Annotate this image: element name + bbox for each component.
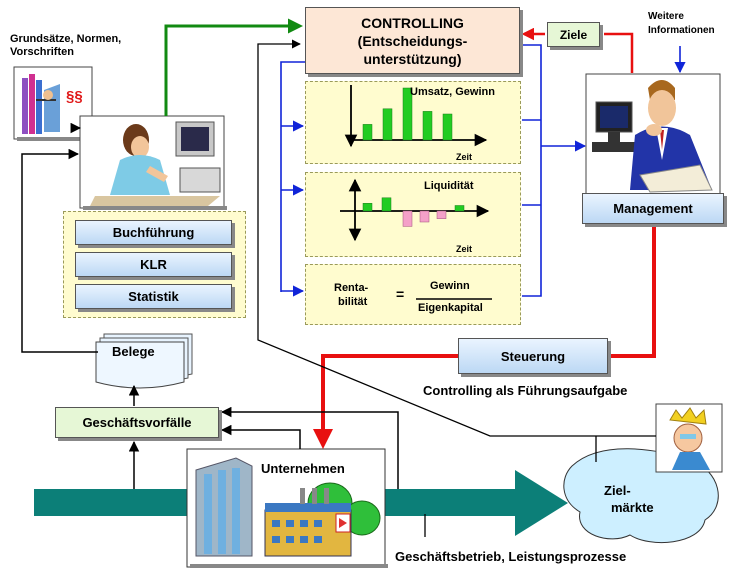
office-tower-icon (195, 457, 253, 557)
liquiditaet-bar-1 (362, 203, 373, 212)
unternehmen-label: Unternehmen (261, 461, 345, 476)
black-arrow-belege-accountant (21, 148, 98, 353)
black-arrow-unternehmen-vorfaelle (220, 424, 301, 449)
liquiditaet-bar-3 (402, 210, 413, 227)
customer-icon (669, 407, 710, 470)
law-book-shadow (17, 137, 95, 141)
black-arrow-right-vorfaelle (220, 406, 399, 489)
green-arrow-to-controlling (164, 18, 303, 116)
liquiditaet-bar-6 (454, 205, 465, 212)
umsatz-bar-3 (402, 87, 413, 141)
panel-liquiditaet-axis: Zeit (456, 244, 473, 254)
paragraph-sign: §§ (66, 88, 83, 105)
liquiditaet-bar-2 (381, 197, 392, 212)
statistik-box: Statistik (75, 284, 232, 309)
controlling-subtitle-2: unterstützung) (363, 50, 462, 67)
blue-bracket-left (280, 61, 305, 292)
caption-fuehrungsaufgabe: Controlling als Führungsaufgabe (423, 383, 628, 398)
controlling-subtitle-1: (Entscheidungs- (357, 32, 468, 49)
chart-panel-umsatz (344, 85, 488, 148)
klr-box: KLR (75, 252, 232, 277)
controlling-title: CONTROLLING (361, 14, 464, 31)
red-line-management-ziele (604, 32, 634, 73)
rentabilitaet-equals: = (396, 286, 405, 302)
umsatz-bar-5 (442, 113, 453, 141)
unternehmen-shadow (190, 564, 388, 568)
belege-doc-front (95, 341, 185, 389)
black-feedback-line (257, 39, 656, 437)
panel-liquiditaet-title: Liquidität (424, 180, 474, 192)
weitere-label-2: Informationen (648, 25, 715, 36)
manager-icon (592, 80, 713, 193)
controlling-box: CONTROLLING (Entscheidungs- unterstützun… (305, 7, 520, 74)
liquiditaet-bar-5 (436, 210, 447, 219)
rentabilitaet-label-2: bilität (338, 296, 368, 308)
factory-icon (264, 482, 381, 557)
umsatz-bar-2 (382, 108, 393, 141)
zielmaerkte-label-1: Ziel- (604, 483, 631, 498)
red-arrow-steuerung-unternehmen (313, 354, 458, 449)
caption-geschaeftsbetrieb: Geschäftsbetrieb, Leistungsprozesse (395, 549, 627, 564)
accountant-image-shadow (83, 206, 227, 210)
rentabilitaet-denominator: Eigenkapital (418, 302, 483, 314)
liquiditaet-bar-4 (419, 210, 430, 223)
buchfuehrung-box: Buchführung (75, 220, 232, 245)
rentabilitaet-numerator: Gewinn (430, 280, 470, 292)
weitere-label-1: Weitere (648, 11, 684, 22)
grundsaetze-label-2: Vorschriften (10, 46, 74, 58)
red-line-management-steuerung (610, 226, 656, 358)
panel-umsatz-axis: Zeit (456, 152, 473, 162)
management-box: Management (582, 193, 724, 224)
umsatz-bar-4 (422, 111, 433, 141)
steuerung-box: Steuerung (458, 338, 608, 374)
blue-bracket-right (520, 44, 542, 297)
panel-umsatz-title: Umsatz, Gewinn (410, 86, 495, 98)
umsatz-bar-1 (362, 124, 373, 141)
belege-label: Belege (112, 344, 155, 359)
chart-panel-liquiditaet (340, 178, 490, 242)
ziele-box: Ziele (547, 22, 600, 47)
law-books-icon (22, 74, 60, 134)
accountant-icon (90, 121, 221, 206)
grundsaetze-label-1: Grundsätze, Normen, (10, 33, 122, 45)
geschaeftsvorfaelle-box: Geschäftsvorfälle (55, 407, 219, 438)
zielmaerkte-label-2: märkte (611, 500, 654, 515)
rentabilitaet-label-1: Renta- (334, 282, 369, 294)
